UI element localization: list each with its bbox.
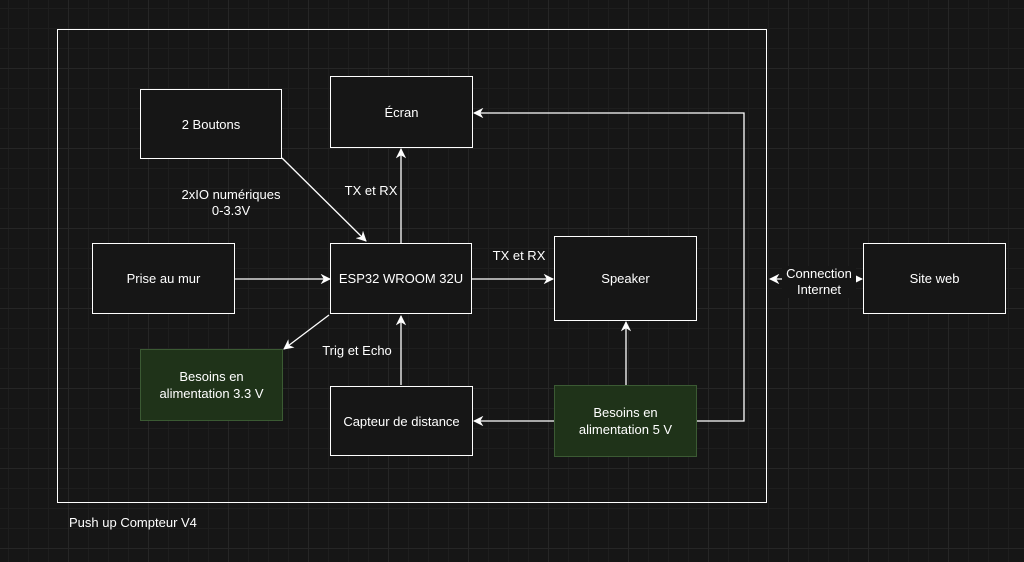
node-prise-au-mur-label: Prise au mur (126, 271, 201, 286)
system-container (57, 29, 767, 503)
node-2-boutons-label: 2 Boutons (181, 116, 241, 132)
node-site-web-label: Site web (909, 271, 960, 286)
edge-label-txrx-ecran: TX et RX (344, 183, 398, 198)
node-besoins-5v-label: Besoins en alimentation 5 V (578, 405, 673, 437)
container-caption: Push up Compteur V4 (69, 515, 197, 530)
edge-label-txrx-speaker: TX et RX (492, 248, 546, 263)
node-besoins-3-3v[interactable]: Besoins en alimentation 3.3 V (140, 349, 283, 421)
node-site-web[interactable]: Site web (863, 243, 1006, 314)
edge-label-internet: Connection Internet (782, 266, 856, 298)
node-2-boutons[interactable]: 2 Boutons (140, 89, 282, 159)
node-besoins-5v[interactable]: Besoins en alimentation 5 V (554, 385, 697, 457)
edge-label-io: 2xIO numériques 0-3.3V (181, 187, 281, 218)
node-capteur-de-distance[interactable]: Capteur de distance (330, 386, 473, 456)
node-speaker-label: Speaker (601, 271, 650, 286)
node-esp32-label: ESP32 WROOM 32U (338, 271, 464, 286)
node-capteur-de-distance-label: Capteur de distance (343, 413, 460, 429)
node-prise-au-mur[interactable]: Prise au mur (92, 243, 235, 314)
node-besoins-3-3v-label: Besoins en alimentation 3.3 V (159, 369, 264, 401)
node-ecran-label: Écran (384, 104, 419, 120)
node-speaker[interactable]: Speaker (554, 236, 697, 321)
node-ecran[interactable]: Écran (330, 76, 473, 148)
edge-label-trig-echo: Trig et Echo (322, 343, 392, 358)
node-esp32[interactable]: ESP32 WROOM 32U (330, 243, 472, 314)
